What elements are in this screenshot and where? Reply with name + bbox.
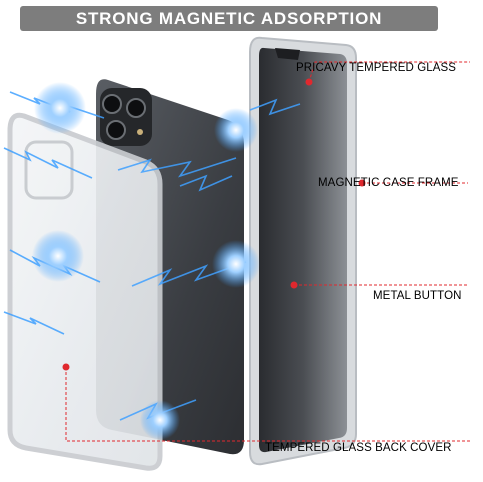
- callout-lines: [65, 61, 470, 442]
- callout-label-case-frame: MAGNETIC CASE FRAME: [318, 177, 459, 189]
- callout-label-metal-button: METAL BUTTON: [373, 290, 462, 302]
- title-banner: STRONG MAGNETIC ADSORPTION: [20, 6, 438, 31]
- front-glass-frame: [249, 36, 357, 466]
- back-glass-cover: [7, 112, 163, 471]
- callout-label-privacy-glass: PRICAVY TEMPERED GLASS: [296, 62, 457, 74]
- callout-dot-privacy-glass: [305, 78, 313, 86]
- callout-dot-back-cover: [62, 363, 70, 371]
- callout-dots: [62, 78, 366, 371]
- lightning-glows: [32, 82, 260, 440]
- callout-label-back-cover: TEMPERED GLASS BACK COVER: [265, 442, 452, 454]
- callout-dot-case-frame: [358, 179, 366, 187]
- callout-line-privacy-glass: [308, 61, 470, 83]
- callout-dot-metal-button: [290, 281, 298, 289]
